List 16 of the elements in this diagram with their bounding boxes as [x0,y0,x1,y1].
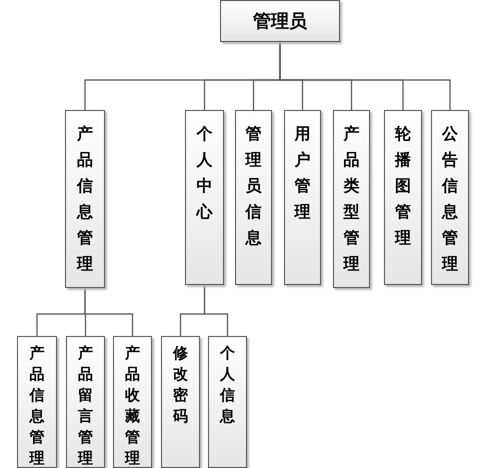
module-box: 管理员信息 [235,110,272,285]
module-box: 产品类型管理 [333,110,370,288]
module-box: 用户管理 [284,110,321,285]
module-box: 个人信息 [208,336,247,468]
module-box: 轮播图管理 [384,110,422,285]
connector-line [279,42,451,110]
module-box: 修改密码 [161,336,200,468]
module-box: 产品信息管理 [17,336,57,468]
module-box: 公告信息管理 [431,110,469,285]
connector-line [204,285,228,336]
module-box: 个人中心 [185,110,224,285]
module-box: 管理员 [220,0,340,42]
connector-line [84,288,134,336]
module-box: 产品收藏管理 [113,336,152,468]
module-box: 产品信息管理 [65,110,105,288]
module-box: 产品留言管理 [66,336,105,468]
